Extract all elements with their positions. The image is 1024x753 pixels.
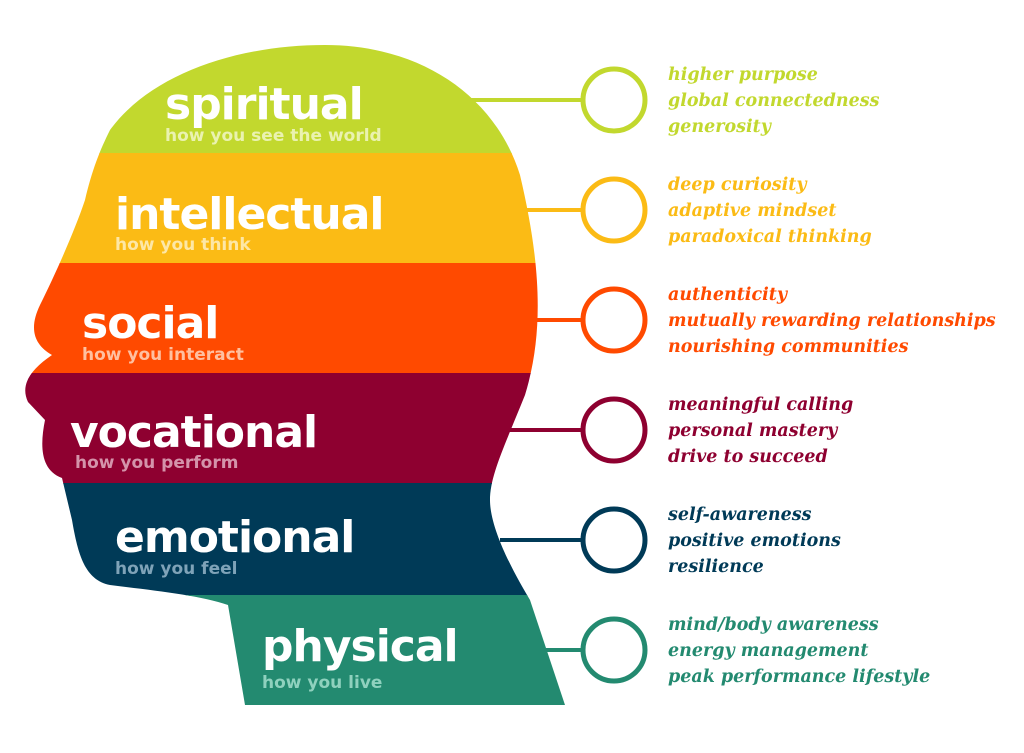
attribute-item: positive emotions (668, 531, 841, 551)
social-band (25, 263, 565, 374)
attribute-item: mutually rewarding relationships (668, 311, 996, 331)
attribute-item: adaptive mindset (668, 201, 837, 221)
physical-subtitle: how you live (262, 673, 383, 693)
attribute-item: energy management (668, 641, 869, 661)
attribute-item: mind/body awareness (668, 615, 879, 635)
attribute-item: self-awareness (668, 505, 812, 525)
emotional-subtitle: how you feel (115, 559, 238, 579)
emotional-attributes: self-awareness positive emotions resilie… (668, 502, 841, 580)
attribute-item: generosity (668, 117, 771, 137)
attribute-item: peak performance lifestyle (668, 667, 931, 687)
attribute-item: authenticity (668, 285, 788, 305)
vocational-connector-circle (580, 396, 648, 464)
attribute-item: higher purpose (668, 65, 818, 85)
emotional-connector-circle (580, 506, 648, 574)
vocational-attributes: meaningful calling personal mastery driv… (668, 392, 853, 470)
spiritual-subtitle: how you see the world (165, 126, 382, 146)
attribute-item: deep curiosity (668, 175, 807, 195)
emotional-title: emotional (115, 512, 355, 563)
social-connector-circle (580, 286, 648, 354)
vocational-band (25, 373, 565, 484)
social-attributes: authenticity mutually rewarding relation… (668, 282, 996, 360)
intellectual-subtitle: how you think (115, 235, 251, 255)
attribute-item: meaningful calling (668, 395, 854, 415)
intellectual-attributes: deep curiosity adaptive mindset paradoxi… (668, 172, 872, 250)
intellectual-connector-circle (580, 176, 648, 244)
social-title: social (82, 298, 219, 349)
attribute-item: resilience (668, 557, 764, 577)
spiritual-connector-circle (580, 66, 648, 134)
attribute-item: personal mastery (668, 421, 838, 441)
attribute-item: drive to succeed (668, 447, 828, 467)
vocational-title: vocational (70, 407, 318, 458)
physical-connector-circle (580, 616, 648, 684)
social-subtitle: how you interact (82, 345, 244, 365)
emotional-band (25, 483, 565, 596)
spiritual-title: spiritual (165, 79, 364, 130)
intellectual-title: intellectual (115, 189, 384, 240)
physical-title: physical (262, 621, 459, 672)
attribute-item: global connectedness (668, 91, 880, 111)
intellectual-band (25, 153, 565, 264)
vocational-subtitle: how you perform (75, 453, 239, 473)
physical-attributes: mind/body awareness energy management pe… (668, 612, 930, 690)
spiritual-attributes: higher purpose global connectedness gene… (668, 62, 879, 140)
attribute-item: paradoxical thinking (668, 227, 872, 247)
attribute-item: nourishing communities (668, 337, 909, 357)
